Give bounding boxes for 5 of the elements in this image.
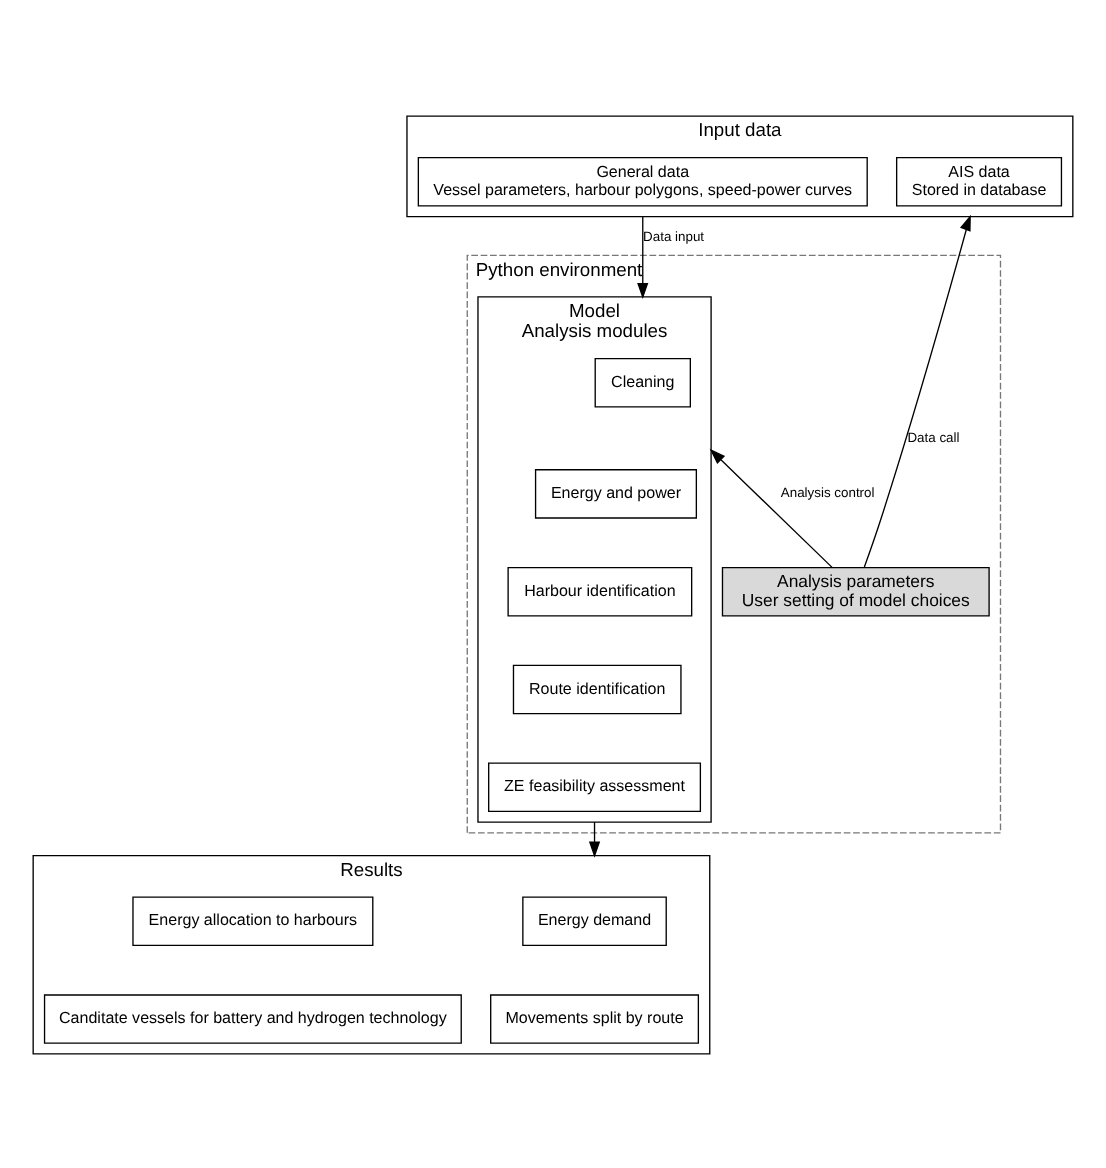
arrow [863,213,971,567]
arrow [588,820,601,857]
arrow [709,447,833,568]
node-box: Analysis parameters User setting of model choices [721,565,990,616]
arrow [637,214,649,298]
